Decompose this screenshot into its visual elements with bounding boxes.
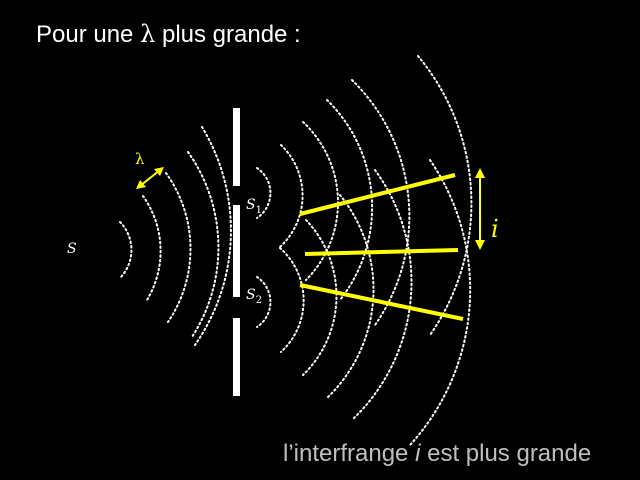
s1-main: S	[246, 197, 256, 213]
lambda-symbol: λ	[140, 20, 156, 48]
fringe-line-center	[304, 248, 459, 256]
s2-wavefronts	[256, 159, 472, 446]
slide-title: Pour une λ plus grande :	[36, 20, 301, 49]
wavelength-arrow	[136, 167, 164, 189]
barrier-bottom	[233, 318, 240, 396]
wavelength-label: λ	[135, 150, 145, 168]
s1-sub: 1	[255, 204, 262, 216]
barrier-top	[233, 108, 240, 186]
s2-main: S	[246, 287, 256, 303]
primary-wavefronts	[119, 126, 232, 346]
title-suffix: plus grande :	[155, 21, 301, 48]
fringe-spacing-arrow	[475, 168, 485, 250]
caption: l’interfrange i est plus grande	[283, 440, 591, 468]
fringe-line-bottom	[299, 283, 464, 321]
s1-wavefronts	[256, 55, 473, 336]
caption-suffix: est plus grande	[420, 440, 592, 467]
title-prefix: Pour une	[36, 21, 141, 48]
fringe-spacing-label: i	[491, 215, 499, 243]
barrier-middle	[233, 205, 240, 297]
fringe-line-top	[299, 173, 456, 216]
caption-prefix: l’interfrange	[283, 440, 416, 467]
source-label: S	[67, 241, 77, 257]
s1-label: S1	[246, 197, 262, 216]
caption-symbol: i	[415, 440, 421, 467]
s2-label: S2	[246, 287, 262, 306]
bright-fringe-lines	[299, 173, 464, 321]
barrier	[233, 108, 240, 396]
s2-sub: 2	[255, 294, 262, 306]
